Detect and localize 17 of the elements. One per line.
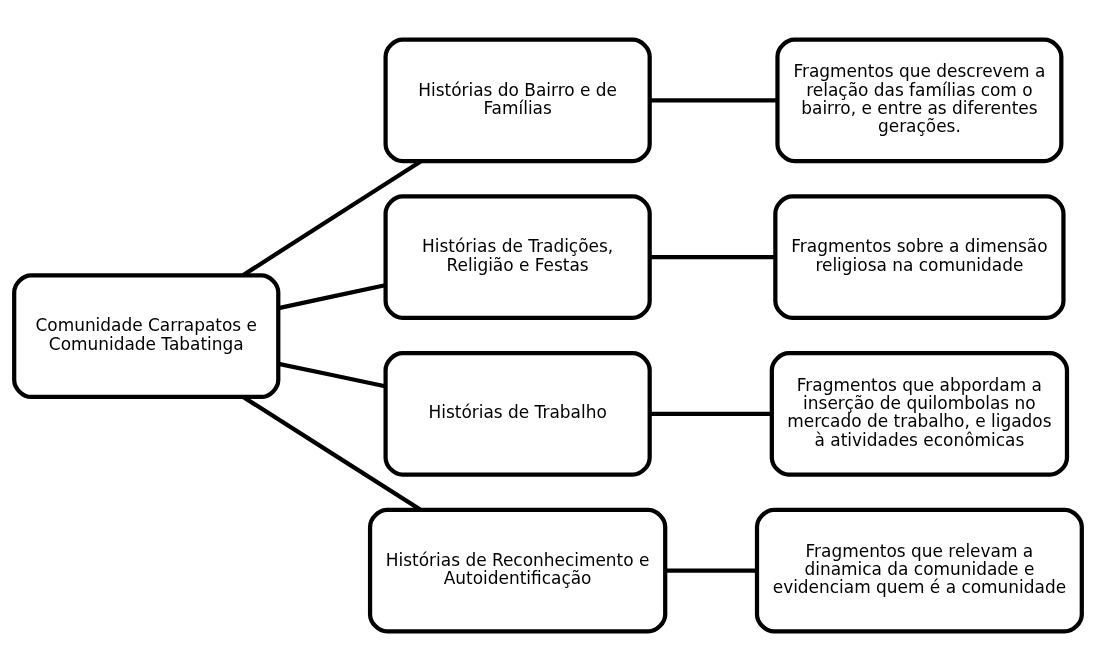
node-box: Fragmentos que abpordam a inserção de quilombolas no mercado de trabalho, e ligados à atividades econômicas — [769, 350, 1070, 477]
connector — [665, 568, 757, 573]
connector — [649, 254, 775, 259]
node-box: Histórias de Reconhecimento e Autoidentificação — [367, 507, 668, 633]
node-box: Fragmentos sobre a dimensão religiosa na comunidade — [773, 193, 1066, 320]
node-box: Fragmentos que descrevem a relação das famílias com o bairro, e entre as diferentes gerações. — [775, 37, 1064, 163]
node-box: Fragmentos que relevam a dinamica da comunidade e evidenciam quem é a comunidade — [754, 507, 1084, 633]
node-box: Histórias de Trabalho — [383, 350, 652, 477]
node-box: Comunidade Carrapatos e Comunidade Tabatinga — [12, 272, 281, 399]
connector — [278, 361, 386, 388]
node-box: Histórias do Bairro e de Famílias — [383, 37, 652, 163]
connector — [241, 159, 423, 277]
connector — [278, 282, 386, 310]
connector — [242, 394, 422, 511]
node-box: Histórias de Tradições, Religião e Festas — [383, 193, 652, 320]
connector — [649, 411, 772, 416]
connector — [649, 97, 778, 102]
